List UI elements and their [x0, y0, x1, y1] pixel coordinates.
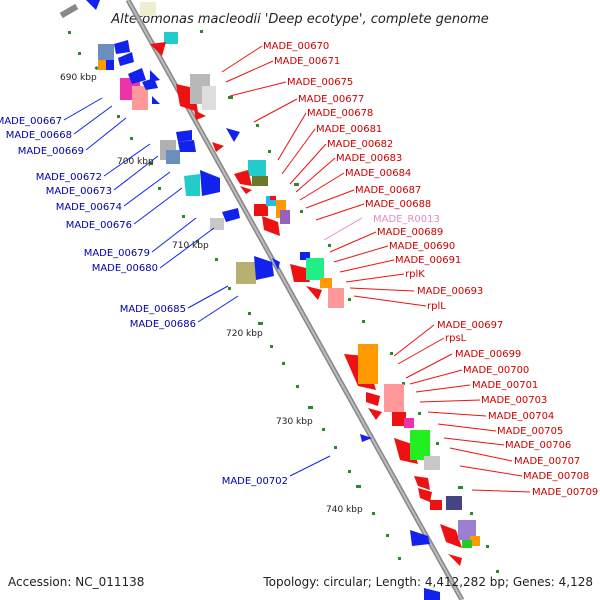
gene-label: MADE_00669: [18, 146, 84, 157]
gene-label: MADE_00682: [327, 139, 393, 150]
gene-features-right: [140, 2, 480, 566]
map-title: Alteromonas macleodii 'Deep ecotype', co…: [110, 12, 488, 27]
gene-label: MADE_00709: [532, 487, 598, 498]
gene-label: MADE_00686: [130, 319, 196, 330]
gene-features-left: [59, 0, 440, 600]
gene-label: MADE_00701: [472, 380, 538, 391]
gene-label: MADE_00704: [488, 411, 554, 422]
gene-label: MADE_00678: [307, 108, 373, 119]
gene-label: rpsL: [445, 333, 467, 344]
gene-label: MADE_00677: [298, 94, 364, 105]
kbp-track-marks: [68, 30, 499, 573]
gene-label: MADE_00680: [92, 263, 158, 274]
gene-label: MADE_00685: [120, 304, 186, 315]
gene-label: MADE_00707: [514, 456, 580, 467]
accession-text: Accession: NC_011138: [8, 575, 144, 589]
gene-label: MADE_00684: [345, 168, 411, 179]
gene-label: MADE_00693: [417, 286, 483, 297]
gene-label: MADE_00667: [0, 116, 62, 127]
gene-label: MADE_00673: [46, 186, 112, 197]
gene-label: MADE_00691: [395, 255, 461, 266]
kbp-tick-labels: 690 kbp 700 kbp 710 kbp 720 kbp 730 kbp …: [60, 73, 363, 515]
gene-label: MADE_00703: [481, 395, 547, 406]
gene-label: MADE_00708: [523, 471, 589, 482]
tick-label: 710 kbp: [172, 241, 209, 251]
gene-label: MADE_00672: [36, 172, 102, 183]
gene-labels-left: MADE_00667 MADE_00668 MADE_00669 MADE_00…: [0, 116, 288, 487]
leader-lines-right: [221, 45, 531, 493]
gene-label: MADE_00687: [355, 185, 421, 196]
gene-label: MADE_00674: [56, 202, 122, 213]
gene-label: rplL: [427, 301, 446, 312]
gene-label: MADE_00688: [365, 199, 431, 210]
tick-label: 730 kbp: [276, 417, 313, 427]
tick-label: 700 kbp: [117, 157, 154, 167]
gene-label: MADE_00702: [222, 476, 288, 487]
tick-label: 690 kbp: [60, 73, 97, 83]
gene-label: rplK: [405, 269, 425, 280]
gene-label: MADE_00676: [66, 220, 132, 231]
gene-label-rna: MADE_R0013: [373, 214, 440, 225]
gene-label: MADE_00679: [84, 248, 150, 259]
gene-label: MADE_00683: [336, 153, 402, 164]
gene-labels-right: MADE_00670 MADE_00671 MADE_00675 MADE_00…: [263, 41, 598, 498]
gene-label: MADE_00670: [263, 41, 329, 52]
leader-lines-left: [63, 97, 331, 477]
gene-label: MADE_00700: [463, 365, 529, 376]
tick-label: 740 kbp: [326, 505, 363, 515]
gene-label: MADE_00681: [316, 124, 382, 135]
gene-label: MADE_00706: [505, 440, 571, 451]
gene-label: MADE_00697: [437, 320, 503, 331]
tick-label: 720 kbp: [226, 329, 263, 339]
gene-label: MADE_00705: [497, 426, 563, 437]
gene-label: MADE_00699: [455, 349, 521, 360]
topology-text: Topology: circular; Length: 4,412,282 bp…: [262, 575, 593, 589]
gene-label: MADE_00675: [287, 77, 353, 88]
gene-label: MADE_00689: [377, 227, 443, 238]
gene-label: MADE_00690: [389, 241, 455, 252]
gene-label: MADE_00668: [6, 130, 72, 141]
gene-label: MADE_00671: [274, 56, 340, 67]
